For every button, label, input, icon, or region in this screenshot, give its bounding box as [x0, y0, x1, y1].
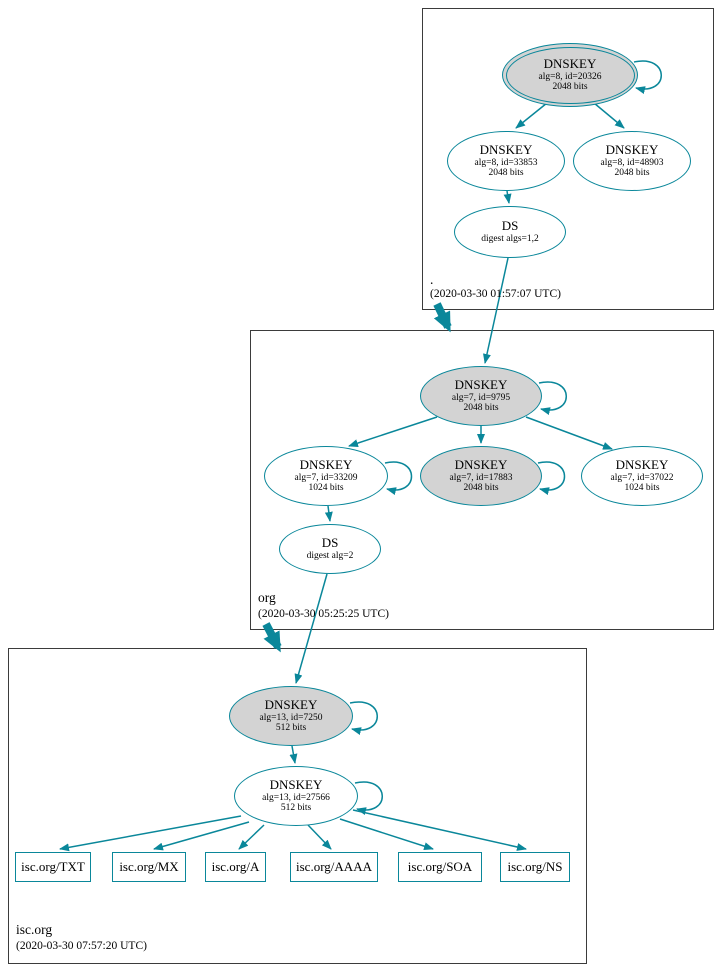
dnskey-node-root-ksk-20326[interactable]: DNSKEY alg=8, id=20326 2048 bits	[502, 43, 638, 107]
zone-label-org: org	[258, 590, 276, 605]
dnskey-node-org-37022[interactable]: DNSKEY alg=7, id=37022 1024 bits	[581, 446, 703, 506]
zone-timestamp-org: (2020-03-30 05:25:25 UTC)	[258, 608, 389, 620]
dnskey-node-root-zsk-33853[interactable]: DNSKEY alg=8, id=33853 2048 bits	[447, 131, 565, 191]
rrset-isc-org-soa[interactable]: isc.org/SOA	[398, 852, 482, 882]
rrset-isc-org-aaaa[interactable]: isc.org/AAAA	[290, 852, 378, 882]
dnskey-node-org-17883[interactable]: DNSKEY alg=7, id=17883 2048 bits	[420, 446, 542, 506]
rrset-isc-org-txt[interactable]: isc.org/TXT	[15, 852, 91, 882]
dnskey-node-isc-zsk-27566[interactable]: DNSKEY alg=13, id=27566 512 bits	[234, 766, 358, 826]
dnskey-node-root-48903[interactable]: DNSKEY alg=8, id=48903 2048 bits	[573, 131, 691, 191]
ds-node-root[interactable]: DS digest algs=1,2	[454, 206, 566, 258]
rrset-isc-org-ns[interactable]: isc.org/NS	[500, 852, 570, 882]
zone-label-root: .	[430, 272, 434, 287]
ds-node-org[interactable]: DS digest alg=2	[279, 524, 381, 574]
zone-timestamp-root: (2020-03-30 01:57:07 UTC)	[430, 288, 561, 300]
dnskey-node-org-ksk-9795[interactable]: DNSKEY alg=7, id=9795 2048 bits	[420, 366, 542, 426]
zone-label-isc: isc.org	[16, 922, 53, 937]
zone-timestamp-isc: (2020-03-30 07:57:20 UTC)	[16, 940, 147, 952]
dnskey-node-isc-ksk-7250[interactable]: DNSKEY alg=13, id=7250 512 bits	[229, 686, 353, 746]
rrset-isc-org-mx[interactable]: isc.org/MX	[112, 852, 186, 882]
dnskey-node-org-zsk-33209[interactable]: DNSKEY alg=7, id=33209 1024 bits	[264, 446, 388, 506]
rrset-isc-org-a[interactable]: isc.org/A	[205, 852, 266, 882]
